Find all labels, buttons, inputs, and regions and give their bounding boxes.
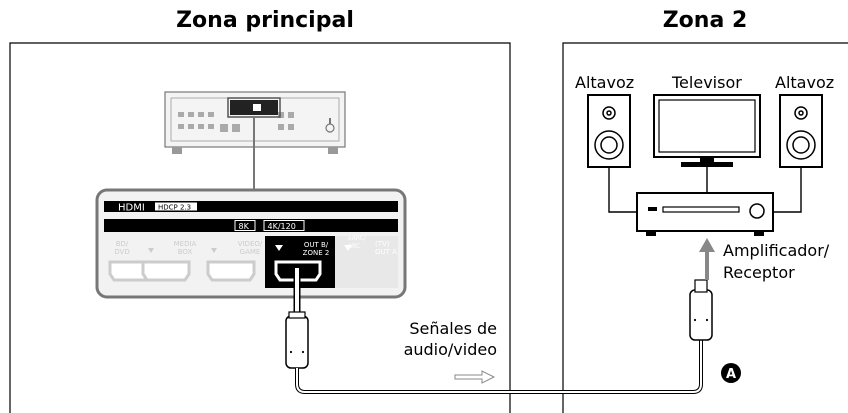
signals-label: Señales de audio/video bbox=[403, 319, 497, 359]
svg-text:A: A bbox=[726, 367, 736, 382]
zone2-title: Zona 2 bbox=[662, 8, 748, 33]
port-game-label: VIDEO/GAME bbox=[238, 240, 263, 256]
panel-hdcp-text: HDCP 2.3 bbox=[158, 204, 191, 212]
av-receiver-rear bbox=[164, 91, 346, 190]
signal-arrow-icon bbox=[454, 370, 496, 384]
panel-8k-text: 8K bbox=[239, 222, 250, 231]
port-tv-label: (TV)OUT A bbox=[375, 240, 397, 256]
tv-label: Televisor bbox=[672, 73, 742, 92]
marker-a-icon: A bbox=[721, 363, 741, 383]
speaker-right-icon bbox=[779, 94, 823, 168]
main-zone-box bbox=[9, 42, 511, 413]
port-outb-label: OUT B/ZONE 2 bbox=[303, 241, 330, 257]
speaker-left-label: Altavoz bbox=[575, 73, 635, 92]
panel-4k-text: 4K/120 bbox=[268, 222, 296, 231]
hdmi-cable bbox=[285, 268, 713, 394]
port-earc-label: eARC/ARC bbox=[348, 235, 367, 250]
speaker-right-label: Altavoz bbox=[775, 73, 835, 92]
amplifier-label: Amplificador/ Receptor bbox=[723, 241, 830, 282]
amplifier-icon bbox=[636, 192, 774, 236]
tv-icon bbox=[653, 94, 761, 167]
panel-hdmi-text: HDMI bbox=[118, 203, 145, 214]
zone2-box bbox=[562, 42, 848, 413]
speaker-left-icon bbox=[587, 94, 631, 168]
main-zone-title: Zona principal bbox=[176, 8, 354, 33]
port-bd-label: BD/DVD bbox=[114, 240, 129, 256]
